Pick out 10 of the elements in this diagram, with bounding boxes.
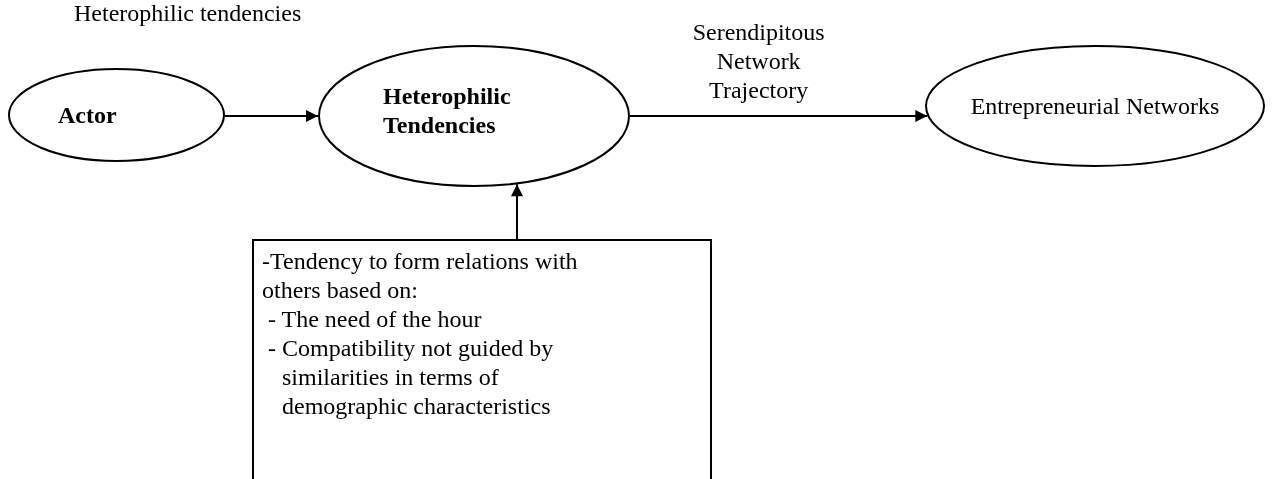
arrow (629, 110, 929, 122)
list-item: - The need of the hour (267, 305, 482, 334)
node-label: Entrepreneurial Networks (970, 91, 1220, 121)
node-label: -Tendency to form relations with others based on: (262, 247, 579, 305)
arrow (511, 183, 523, 240)
list-item: - Compatibility not guided by similarities in terms of demographic characteristics (267, 334, 555, 421)
arrow (224, 110, 319, 122)
node-label: Heterophilic Tendencies (383, 82, 512, 140)
diagram-title: Heterophilic tendencies (74, 0, 302, 26)
node-label: Actor (58, 100, 117, 130)
